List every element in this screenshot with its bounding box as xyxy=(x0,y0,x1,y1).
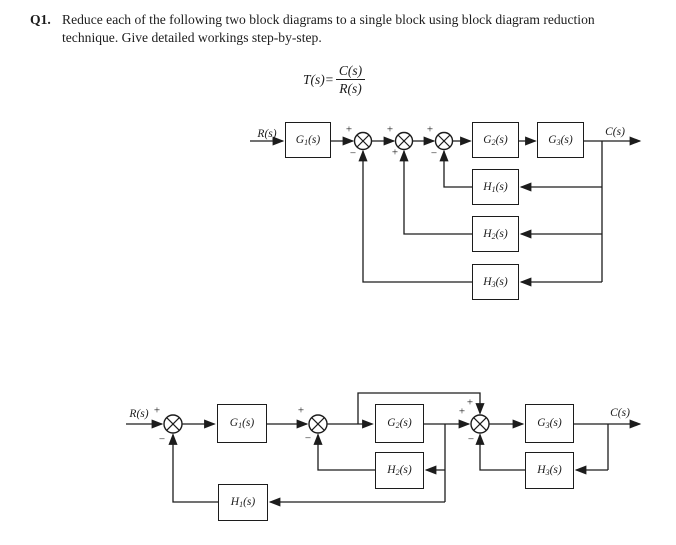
d1-block-H1: H1(s) xyxy=(472,169,519,205)
d2-sign-jA-input: + xyxy=(153,404,161,417)
d2-summing-junction-B xyxy=(308,414,328,434)
d2-summing-junction-A xyxy=(163,414,183,434)
d1-block-G3: G3(s) xyxy=(537,122,584,158)
question-text: Reduce each of the following two block d… xyxy=(62,11,595,46)
d1-sign-j2-feedback: + xyxy=(391,146,399,159)
question-text-line2: technique. Give detailed workings step-b… xyxy=(62,29,322,45)
d1-output-label: C(s) xyxy=(605,126,625,138)
d2-sign-jC-feedback: − xyxy=(467,433,475,446)
d2-output-label: C(s) xyxy=(610,407,630,419)
d2-sign-jB-input: + xyxy=(297,404,305,417)
d2-sign-jC-top: + xyxy=(466,396,474,409)
d2-sign-jB-feedback: − xyxy=(304,432,312,445)
d2-block-H3: H3(s) xyxy=(525,452,574,489)
d2-sign-jC-input: + xyxy=(458,405,466,418)
d2-block-H1: H1(s) xyxy=(218,484,268,521)
d2-input-label: R(s) xyxy=(129,408,149,420)
d1-sign-j2-input: + xyxy=(386,123,394,136)
d1-sign-j1-input: + xyxy=(345,123,353,136)
d1-block-G2: G2(s) xyxy=(472,122,519,158)
formula-fraction: C(s) R(s) xyxy=(335,63,366,97)
d1-summing-junction-1 xyxy=(353,131,373,151)
formula-numerator: C(s) xyxy=(335,63,366,81)
formula-denominator: R(s) xyxy=(339,81,362,97)
d1-summing-junction-3 xyxy=(434,131,454,151)
d2-sign-jA-feedback: − xyxy=(158,433,166,446)
d1-block-G1: G1(s) xyxy=(285,122,331,158)
d2-block-G1: G1(s) xyxy=(217,404,267,443)
d2-block-G2: G2(s) xyxy=(375,404,424,443)
question-number: Q1. xyxy=(30,12,51,27)
d1-sign-j3-input: + xyxy=(426,123,434,136)
d2-block-H2: H2(s) xyxy=(375,452,424,489)
diagram2-wires xyxy=(126,392,642,507)
d1-sign-j1-feedback: − xyxy=(349,147,357,160)
d1-input-label: R(s) xyxy=(257,128,277,140)
d1-block-H2: H2(s) xyxy=(472,216,519,252)
d1-sign-j3-feedback: − xyxy=(430,147,438,160)
transfer-function-formula: T(s)= C(s) R(s) xyxy=(303,63,366,97)
d2-summing-junction-C xyxy=(470,414,490,434)
d2-block-G3: G3(s) xyxy=(525,404,574,443)
question-text-line1: Reduce each of the following two block d… xyxy=(62,12,595,27)
formula-lhs: T(s)= xyxy=(303,71,334,87)
diagram1-wires xyxy=(250,131,642,287)
d1-block-H3: H3(s) xyxy=(472,264,519,300)
d1-summing-junction-2 xyxy=(394,131,414,151)
